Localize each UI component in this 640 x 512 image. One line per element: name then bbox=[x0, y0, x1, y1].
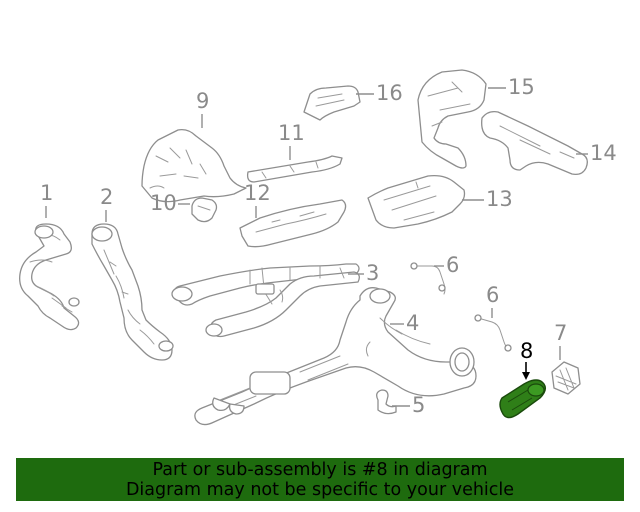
callout-4: 4 bbox=[406, 311, 419, 335]
callout-8-highlighted: 8 bbox=[520, 339, 533, 363]
part-6-hanger-upper bbox=[410, 262, 446, 295]
part-1-front-pipe bbox=[19, 223, 80, 331]
callout-6-lower: 6 bbox=[486, 283, 499, 307]
callouts: 1 2 3 4 5 6 6 7 8 9 10 11 12 13 14 15 bbox=[40, 75, 617, 417]
callout-7: 7 bbox=[554, 321, 567, 345]
part-2-front-pipe bbox=[91, 223, 174, 361]
part-5-clip bbox=[376, 389, 397, 415]
part-16-bracket bbox=[303, 85, 361, 121]
leader-8-arrowhead bbox=[522, 372, 530, 380]
part-3-intermediate-pipe bbox=[171, 263, 360, 338]
callout-5: 5 bbox=[412, 393, 425, 417]
callout-15: 15 bbox=[508, 75, 535, 99]
part-11-heat-shield-strip bbox=[246, 155, 343, 183]
fitment-notice-banner: Part or sub-assembly is #8 in diagram Di… bbox=[16, 458, 624, 501]
banner-line-1: Part or sub-assembly is #8 in diagram bbox=[152, 460, 488, 480]
callout-14: 14 bbox=[590, 141, 617, 165]
callout-9: 9 bbox=[196, 89, 209, 113]
banner-line-2: Diagram may not be specific to your vehi… bbox=[125, 480, 515, 500]
callout-16: 16 bbox=[376, 81, 403, 105]
callout-10: 10 bbox=[150, 191, 177, 215]
part-15-heat-shield bbox=[417, 69, 487, 169]
part-4-muffler-assembly bbox=[194, 287, 477, 426]
callout-13: 13 bbox=[486, 187, 513, 211]
part-7-tip-trim bbox=[551, 361, 581, 395]
callout-1: 1 bbox=[40, 181, 53, 205]
part-10-small-shield bbox=[191, 197, 218, 223]
callout-11: 11 bbox=[278, 121, 305, 145]
part-14-heat-shield bbox=[481, 110, 588, 176]
part-12-center-heat-shield bbox=[239, 199, 347, 248]
callout-6-upper: 6 bbox=[446, 253, 459, 277]
callout-2: 2 bbox=[100, 185, 113, 209]
callout-12: 12 bbox=[244, 181, 271, 205]
part-8-tailpipe-tip bbox=[499, 379, 547, 419]
part-13-rear-heat-shield bbox=[367, 174, 466, 229]
part-6-hanger-lower bbox=[474, 314, 512, 352]
callout-3: 3 bbox=[366, 261, 379, 285]
part-9-heat-shield bbox=[141, 128, 247, 203]
